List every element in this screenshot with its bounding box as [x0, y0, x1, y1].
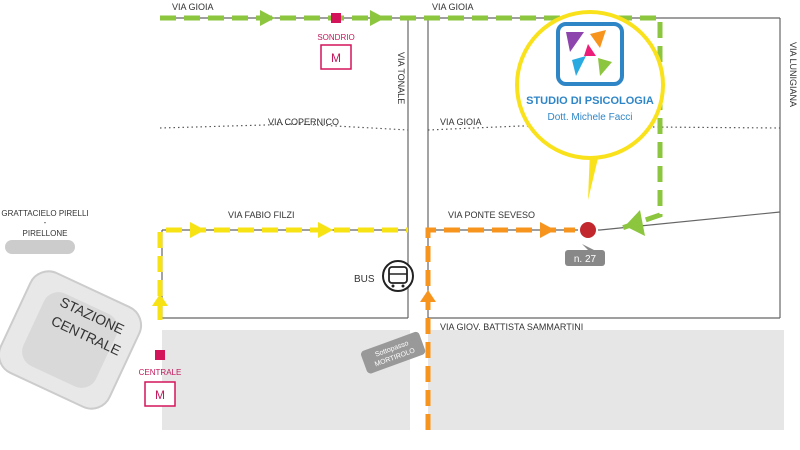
label-via-ponte-seveso: VIA PONTE SEVESO	[448, 210, 535, 220]
road-lines	[161, 17, 781, 319]
label-via-gioia-mid: VIA GIOIA	[440, 117, 482, 127]
metro-m-icon	[320, 44, 352, 70]
orange-route	[425, 227, 575, 430]
logo-bubble: STUDIO DI PSICOLOGIA Dott. Michele Facci	[515, 10, 665, 200]
metro-centrale: M CENTRALE	[139, 350, 182, 407]
metro-centrale-symbol: M	[155, 388, 165, 402]
sammartini-band	[162, 330, 784, 430]
label-via-lunigiana: VIA LUNIGIANA	[788, 42, 798, 107]
stazione-centrale: STAZIONE CENTRALE	[0, 270, 143, 410]
label-via-gioia-right: VIA GIOIA	[432, 2, 474, 12]
via-copernico-dotted	[159, 123, 781, 131]
label-via-sammartini: VIA GIOV. BATTISTA SAMMARTINI	[440, 322, 583, 332]
logo-title: STUDIO DI PSICOLOGIA	[526, 95, 654, 107]
label-via-copernico: VIA COPERNICO	[268, 117, 339, 127]
bus-label: BUS	[354, 274, 375, 285]
pirelli-line2: PIRELLONE	[23, 229, 68, 238]
destination-marker: n. 27	[565, 220, 605, 266]
bus-stop: BUS	[354, 260, 414, 292]
pirelli-dash: -	[44, 218, 47, 227]
label-via-tonale: VIA TONALE	[396, 52, 406, 104]
metro-sondrio-symbol: M	[331, 51, 341, 65]
pirelli-line1: GRATTACIELO PIRELLI	[1, 209, 88, 218]
bus-icon	[382, 260, 414, 292]
green-route	[160, 15, 663, 231]
label-via-fabio-filzi: VIA FABIO FILZI	[228, 210, 295, 220]
metro-sondrio: M SONDRIO	[317, 13, 355, 70]
metro-sondrio-name: SONDRIO	[317, 33, 354, 42]
direction-arrow-icon	[152, 10, 645, 306]
label-via-gioia-left: VIA GIOIA	[172, 2, 214, 12]
destination-number: n. 27	[574, 254, 597, 265]
metro-m-icon	[144, 381, 176, 407]
metro-centrale-name: CENTRALE	[139, 368, 182, 377]
destination-marker-icon	[578, 220, 598, 240]
logo-subtitle: Dott. Michele Facci	[547, 112, 632, 123]
pirellone: GRATTACIELO PIRELLI - PIRELLONE	[1, 209, 89, 254]
